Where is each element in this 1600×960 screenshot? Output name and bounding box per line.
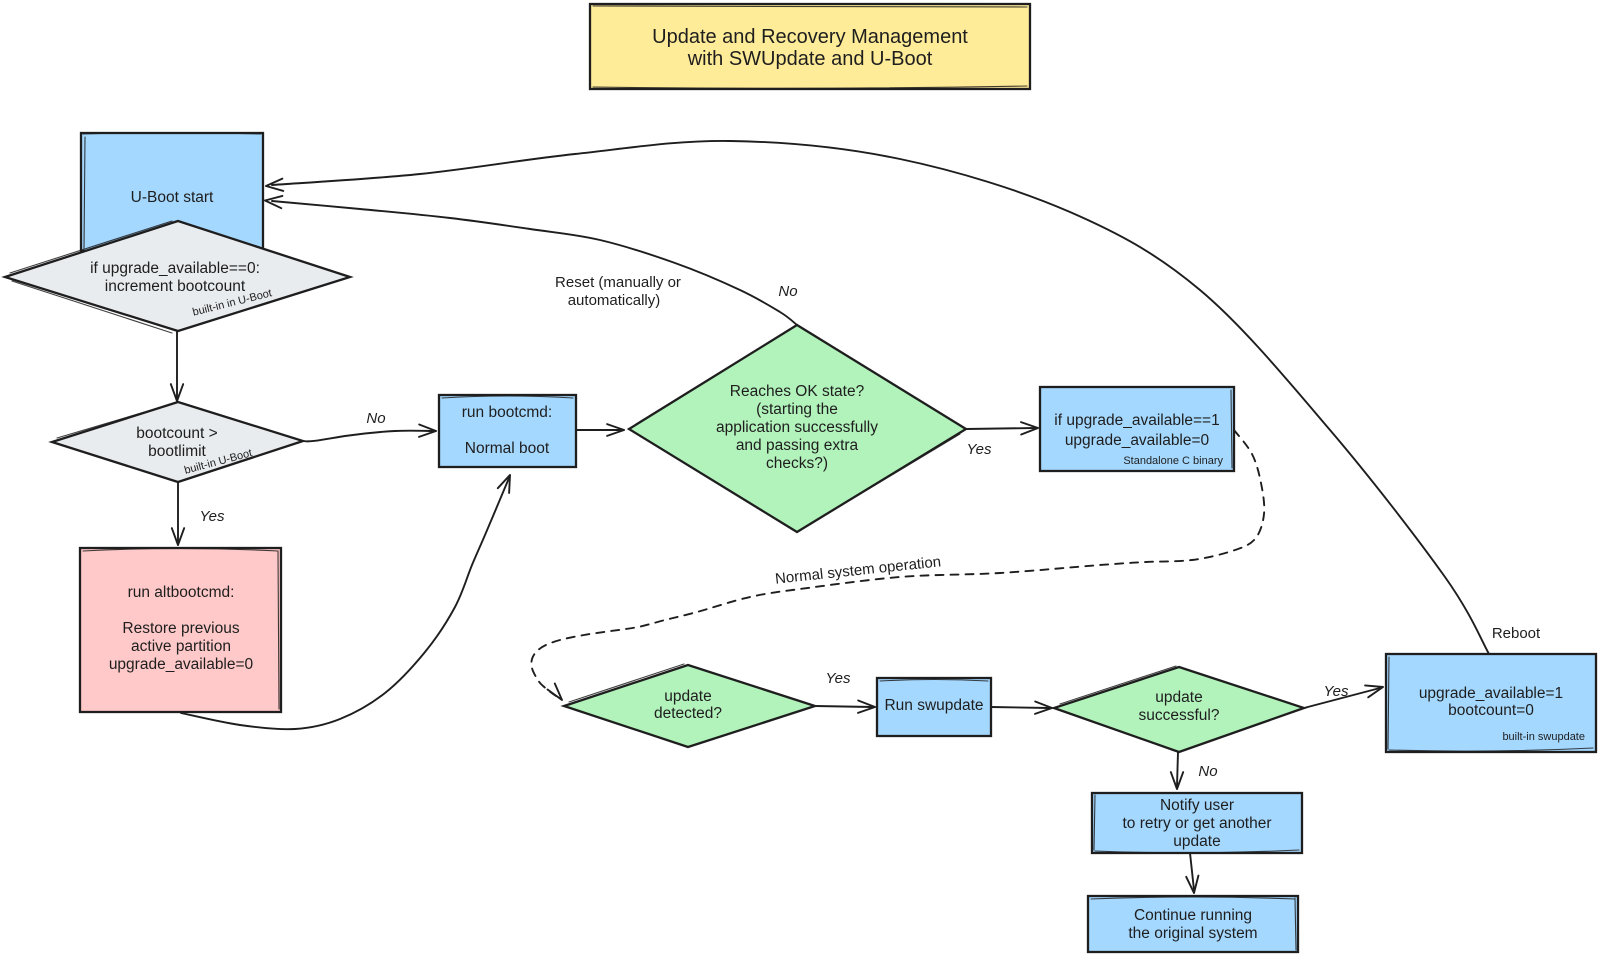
svg-text:if upgrade_available==1: if upgrade_available==1	[1054, 412, 1219, 429]
svg-text:upgrade_available=1: upgrade_available=1	[1419, 685, 1563, 702]
svg-text:update: update	[1173, 833, 1220, 850]
svg-text:update: update	[1155, 689, 1202, 706]
svg-text:upgrade_available=0: upgrade_available=0	[109, 656, 254, 673]
svg-text:Continue running: Continue running	[1134, 907, 1252, 924]
svg-text:application successfully: application successfully	[716, 419, 878, 436]
svg-text:automatically): automatically)	[568, 292, 661, 309]
svg-text:Yes: Yes	[1323, 683, 1349, 700]
svg-text:Standalone C binary: Standalone C binary	[1123, 455, 1223, 467]
svg-text:No: No	[778, 283, 797, 300]
svg-text:successful?: successful?	[1139, 707, 1220, 724]
svg-text:checks?): checks?)	[766, 455, 828, 472]
svg-text:to retry or get another: to retry or get another	[1122, 815, 1271, 832]
svg-text:run bootcmd:: run bootcmd:	[462, 404, 552, 421]
svg-text:bootlimit: bootlimit	[148, 443, 206, 460]
svg-text:Reaches OK state?: Reaches OK state?	[730, 383, 865, 400]
svg-text:update: update	[664, 688, 711, 705]
svg-text:if upgrade_available==0:: if upgrade_available==0:	[90, 260, 260, 277]
svg-text:Run swupdate: Run swupdate	[884, 697, 983, 714]
svg-text:U-Boot start: U-Boot start	[131, 189, 214, 206]
svg-text:Update and Recovery Management: Update and Recovery Management	[652, 26, 968, 48]
svg-text:upgrade_available=0: upgrade_available=0	[1065, 432, 1210, 449]
svg-text:detected?: detected?	[654, 705, 722, 722]
svg-text:bootcount >: bootcount >	[136, 425, 217, 442]
svg-text:increment bootcount: increment bootcount	[105, 278, 246, 295]
svg-text:Reboot: Reboot	[1492, 625, 1541, 642]
svg-text:bootcount=0: bootcount=0	[1448, 702, 1534, 719]
svg-text:with SWUpdate and U-Boot: with SWUpdate and U-Boot	[687, 48, 933, 70]
svg-text:Yes: Yes	[199, 508, 225, 525]
svg-text:the original system: the original system	[1128, 925, 1257, 942]
svg-text:Yes: Yes	[825, 670, 851, 687]
svg-text:active partition: active partition	[131, 638, 231, 655]
svg-text:built-in swupdate: built-in swupdate	[1502, 731, 1585, 743]
svg-text:Normal boot: Normal boot	[465, 440, 550, 457]
svg-text:Yes: Yes	[966, 441, 992, 458]
svg-text:and passing extra: and passing extra	[736, 437, 859, 454]
svg-text:No: No	[366, 410, 385, 427]
svg-text:Restore previous: Restore previous	[122, 620, 239, 637]
svg-text:No: No	[1198, 763, 1217, 780]
svg-text:Notify user: Notify user	[1160, 797, 1234, 814]
svg-text:(starting the: (starting the	[756, 401, 838, 418]
svg-text:run altbootcmd:: run altbootcmd:	[128, 584, 235, 601]
svg-text:Reset (manually or: Reset (manually or	[555, 274, 681, 291]
